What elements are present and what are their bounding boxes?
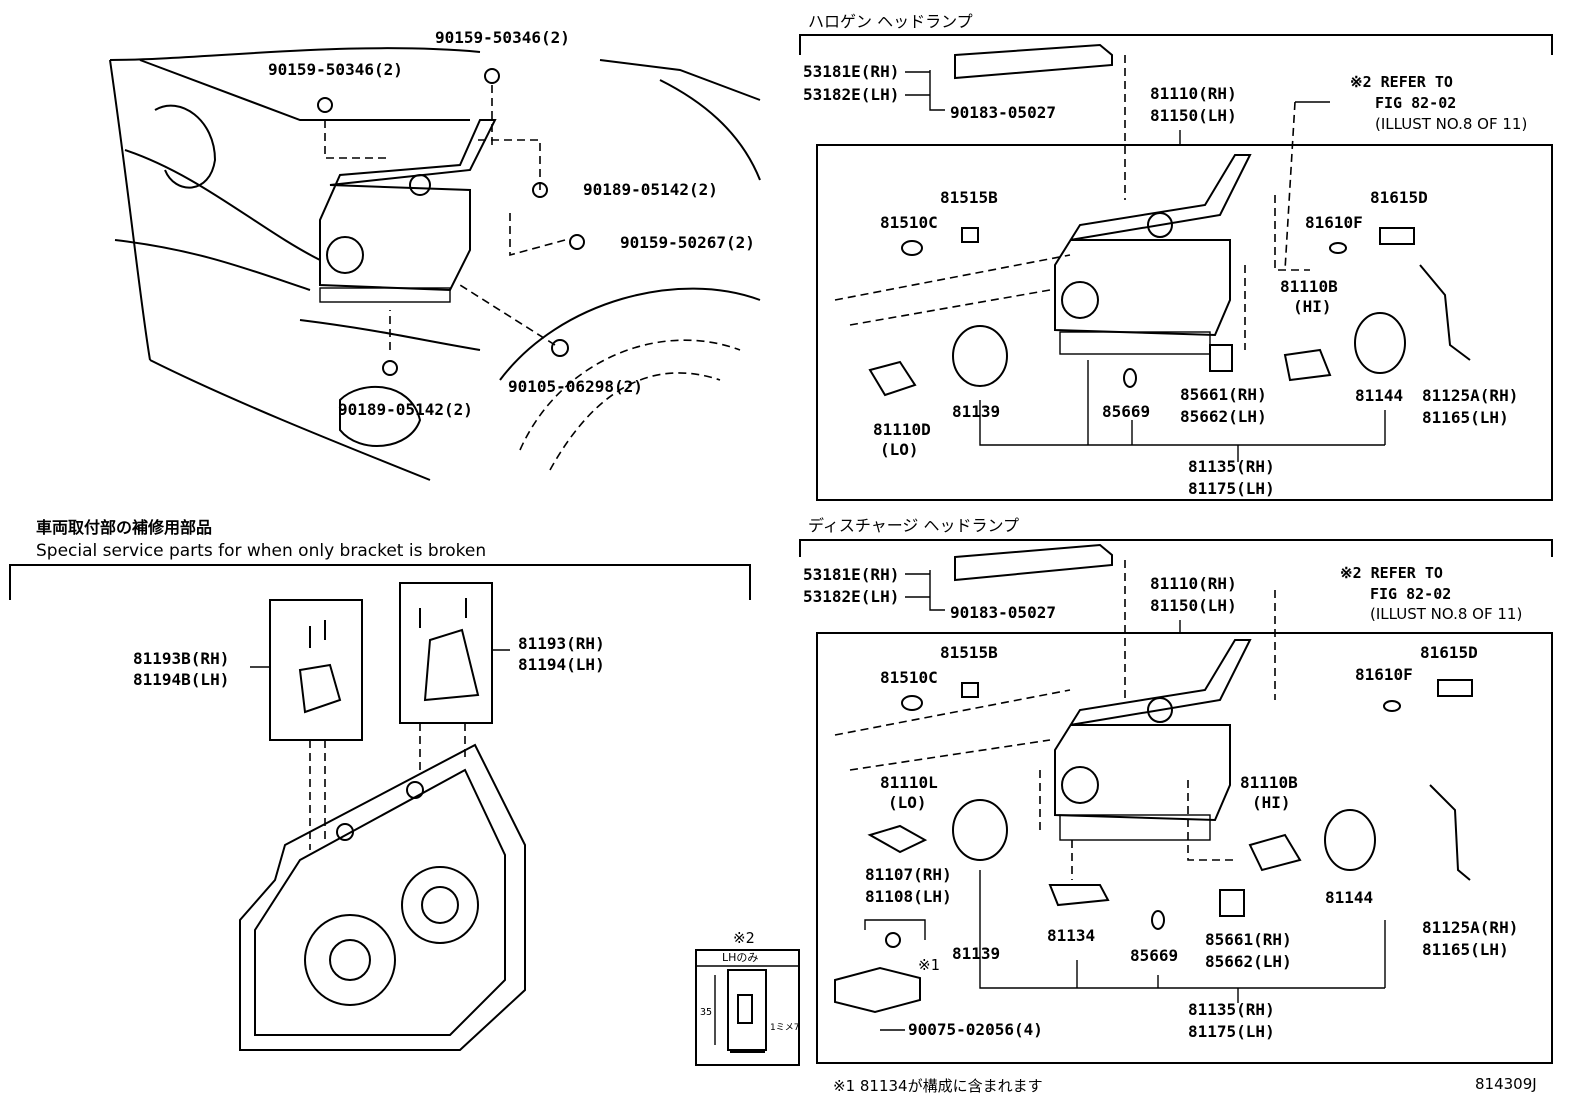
- discharge-refer-3: (ILLUST NO.8 OF 11): [1370, 605, 1523, 623]
- inset-dim-height: 35: [700, 1007, 713, 1018]
- halogen-section-title: ハロゲン ヘッドランプ: [808, 12, 973, 31]
- special-parts-title-en: Special service parts for when only brac…: [36, 541, 487, 561]
- halogen-refer-1: ※2 REFER TO: [1350, 73, 1453, 91]
- halogen-cover-rh: 53181E(RH): [803, 62, 900, 81]
- halogen-cover-clip: 90183-05027: [950, 103, 1056, 122]
- discharge-lo-bulb: 81110L: [880, 773, 938, 792]
- discharge-refer-2: FIG 82-02: [1370, 585, 1452, 603]
- special-parts-title-jp: 車両取付部の補修用部品: [36, 518, 213, 537]
- discharge-socket-615: 81615D: [1420, 643, 1478, 662]
- halogen-unit-lh: 81175(LH): [1188, 479, 1275, 498]
- discharge-unit-rh: 81135(RH): [1188, 1000, 1275, 1019]
- discharge-bulb-610: 81610F: [1355, 665, 1413, 684]
- discharge-hi-tag: (HI): [1252, 793, 1291, 812]
- discharge-screw: 90075-02056(4): [908, 1020, 1043, 1039]
- callout-bolt-top-mid: 90159-50346(2): [435, 28, 570, 47]
- discharge-ballast-rh: 81107(RH): [865, 865, 952, 884]
- halogen-refer-2: FIG 82-02: [1375, 94, 1457, 112]
- discharge-refer-1: ※2 REFER TO: [1340, 564, 1443, 582]
- halogen-wire-rh: 81125A(RH): [1422, 386, 1519, 405]
- discharge-wire-lh: 81165(LH): [1422, 940, 1509, 959]
- discharge-actuator-rh: 85661(RH): [1205, 930, 1292, 949]
- discharge-ballast-note: ※1: [918, 956, 940, 974]
- bracket-large-rh: 81193(RH): [518, 634, 605, 653]
- halogen-lo-tag: (LO): [880, 440, 919, 459]
- halogen-ring-139: 81139: [952, 402, 1001, 421]
- lh-inset-box: [695, 949, 800, 1066]
- discharge-bulb-510: 81510C: [880, 668, 938, 687]
- halogen-actuator-lh: 85662(LH): [1180, 407, 1267, 426]
- discharge-lamp-rh: 81110(RH): [1150, 574, 1237, 593]
- halogen-actuator-rh: 85661(RH): [1180, 385, 1267, 404]
- discharge-cover-clip: 90183-05027: [950, 603, 1056, 622]
- discharge-gasket-134: 81134: [1047, 926, 1096, 945]
- halogen-bulb-510: 81510C: [880, 213, 938, 232]
- halogen-lamp-lh: 81150(LH): [1150, 106, 1237, 125]
- halogen-section-frame: [799, 34, 1553, 501]
- callout-clip-right: 90189-05142(2): [583, 180, 718, 199]
- inset-marker: ※2: [733, 929, 755, 947]
- discharge-ring-139: 81139: [952, 944, 1001, 963]
- halogen-hi-tag: (HI): [1293, 297, 1332, 316]
- halogen-wire-lh: 81165(LH): [1422, 408, 1509, 427]
- halogen-cap-144: 81144: [1355, 386, 1404, 405]
- halogen-bulb-610: 81610F: [1305, 213, 1363, 232]
- callout-clip-bottom: 90189-05142(2): [338, 400, 473, 419]
- halogen-socket-615: 81615D: [1370, 188, 1428, 207]
- discharge-cover-lh: 53182E(LH): [803, 587, 900, 606]
- discharge-hi-bulb: 81110B: [1240, 773, 1298, 792]
- discharge-cap-144: 81144: [1325, 888, 1374, 907]
- discharge-socket-515: 81515B: [940, 643, 998, 662]
- discharge-ballast-lh: 81108(LH): [865, 887, 952, 906]
- inset-caption: LHのみ: [722, 951, 759, 964]
- discharge-lamp-lh: 81150(LH): [1150, 596, 1237, 615]
- callout-bolt-top-left: 90159-50346(2): [268, 60, 403, 79]
- halogen-unit-rh: 81135(RH): [1188, 457, 1275, 476]
- halogen-hi-bulb: 81110B: [1280, 277, 1338, 296]
- bracket-small-rh: 81193B(RH): [133, 649, 230, 668]
- discharge-unit-lh: 81175(LH): [1188, 1022, 1275, 1041]
- inset-dim-side: 1ミメ7: [770, 1023, 800, 1033]
- diagram-id: 814309J: [1475, 1075, 1537, 1093]
- halogen-cover-lh: 53182E(LH): [803, 85, 900, 104]
- discharge-section-title: ディスチャージ ヘッドランプ: [808, 516, 1020, 535]
- halogen-refer-3: (ILLUST NO.8 OF 11): [1375, 115, 1528, 133]
- bracket-section-frame: [9, 564, 751, 1051]
- discharge-lo-tag: (LO): [888, 793, 927, 812]
- halogen-lo-bulb: 81110D: [873, 420, 931, 439]
- callout-bolt-right: 90159-50267(2): [620, 233, 755, 252]
- discharge-wire-rh: 81125A(RH): [1422, 918, 1519, 937]
- discharge-oring-669: 85669: [1130, 946, 1179, 965]
- callout-screw-bottom: 90105-06298(2): [508, 377, 643, 396]
- discharge-cover-rh: 53181E(RH): [803, 565, 900, 584]
- footnote: ※1 81134が構成に含まれます: [833, 1077, 1043, 1095]
- discharge-section-frame: [799, 539, 1553, 1064]
- vehicle-front-illustration: [109, 47, 761, 481]
- halogen-socket-515: 81515B: [940, 188, 998, 207]
- halogen-lamp-rh: 81110(RH): [1150, 84, 1237, 103]
- bracket-small-lh: 81194B(LH): [133, 670, 230, 689]
- bracket-large-lh: 81194(LH): [518, 655, 605, 674]
- discharge-actuator-lh: 85662(LH): [1205, 952, 1292, 971]
- halogen-oring-669: 85669: [1102, 402, 1151, 421]
